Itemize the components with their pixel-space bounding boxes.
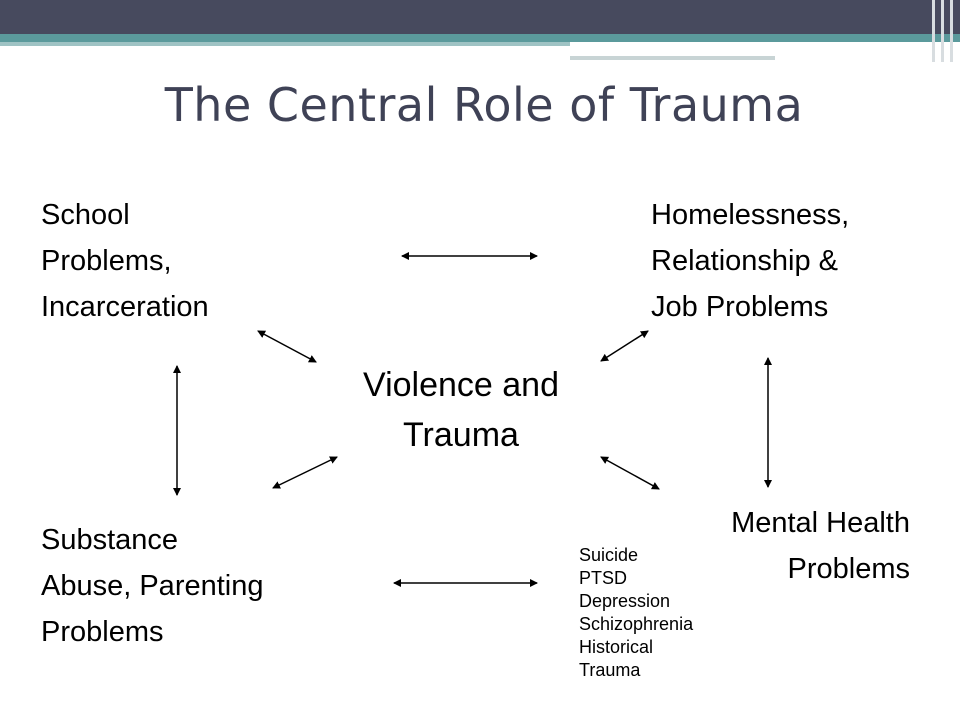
- node-line: Problems,: [41, 245, 172, 277]
- node-line: Trauma: [403, 416, 519, 454]
- decor-stripe: [570, 56, 775, 60]
- detail-item: Schizophrenia: [579, 614, 694, 634]
- detail-item: Trauma: [579, 660, 641, 680]
- node-line: Violence and: [363, 366, 559, 404]
- node-line: Relationship &: [651, 245, 838, 277]
- decor-edge: [941, 0, 944, 62]
- node-line: Homelessness,: [651, 199, 850, 231]
- node-line: Mental Health: [731, 507, 910, 539]
- node-homelessness: Homelessness, Relationship & Job Problem…: [651, 192, 849, 330]
- node-line: Problems: [41, 616, 164, 648]
- arrow-center-substance: [272, 456, 338, 489]
- detail-item: Depression: [579, 591, 671, 611]
- detail-item: Suicide: [579, 545, 639, 565]
- arrow-homeless-center: [600, 330, 649, 362]
- detail-item: Historical: [579, 637, 654, 657]
- node-line: Incarceration: [41, 291, 209, 323]
- node-violence-trauma: Violence and Trauma: [336, 360, 586, 460]
- header-bar: [0, 0, 960, 34]
- arrow-center-mental: [600, 456, 660, 490]
- node-school-problems: School Problems, Incarceration: [41, 192, 209, 330]
- slide-title: The Central Role of Trauma: [164, 78, 804, 132]
- decor-edge: [950, 0, 953, 62]
- decor-edge: [932, 0, 935, 62]
- accent-stripe-light: [0, 42, 570, 46]
- node-substance-abuse: Substance Abuse, Parenting Problems: [41, 517, 263, 655]
- mental-health-details: Suicide PTSD Depression Schizophrenia Hi…: [579, 544, 693, 682]
- node-line: Abuse, Parenting: [41, 570, 264, 602]
- node-line: Substance: [41, 524, 179, 556]
- arrow-school-center: [257, 330, 317, 363]
- accent-stripe: [0, 34, 960, 42]
- detail-item: PTSD: [579, 568, 628, 588]
- decor-stripe: [570, 49, 890, 52]
- node-mental-health: Mental Health Problems: [660, 500, 910, 592]
- node-line: School: [41, 199, 130, 231]
- node-line: Job Problems: [651, 291, 829, 323]
- node-line: Problems: [787, 553, 911, 585]
